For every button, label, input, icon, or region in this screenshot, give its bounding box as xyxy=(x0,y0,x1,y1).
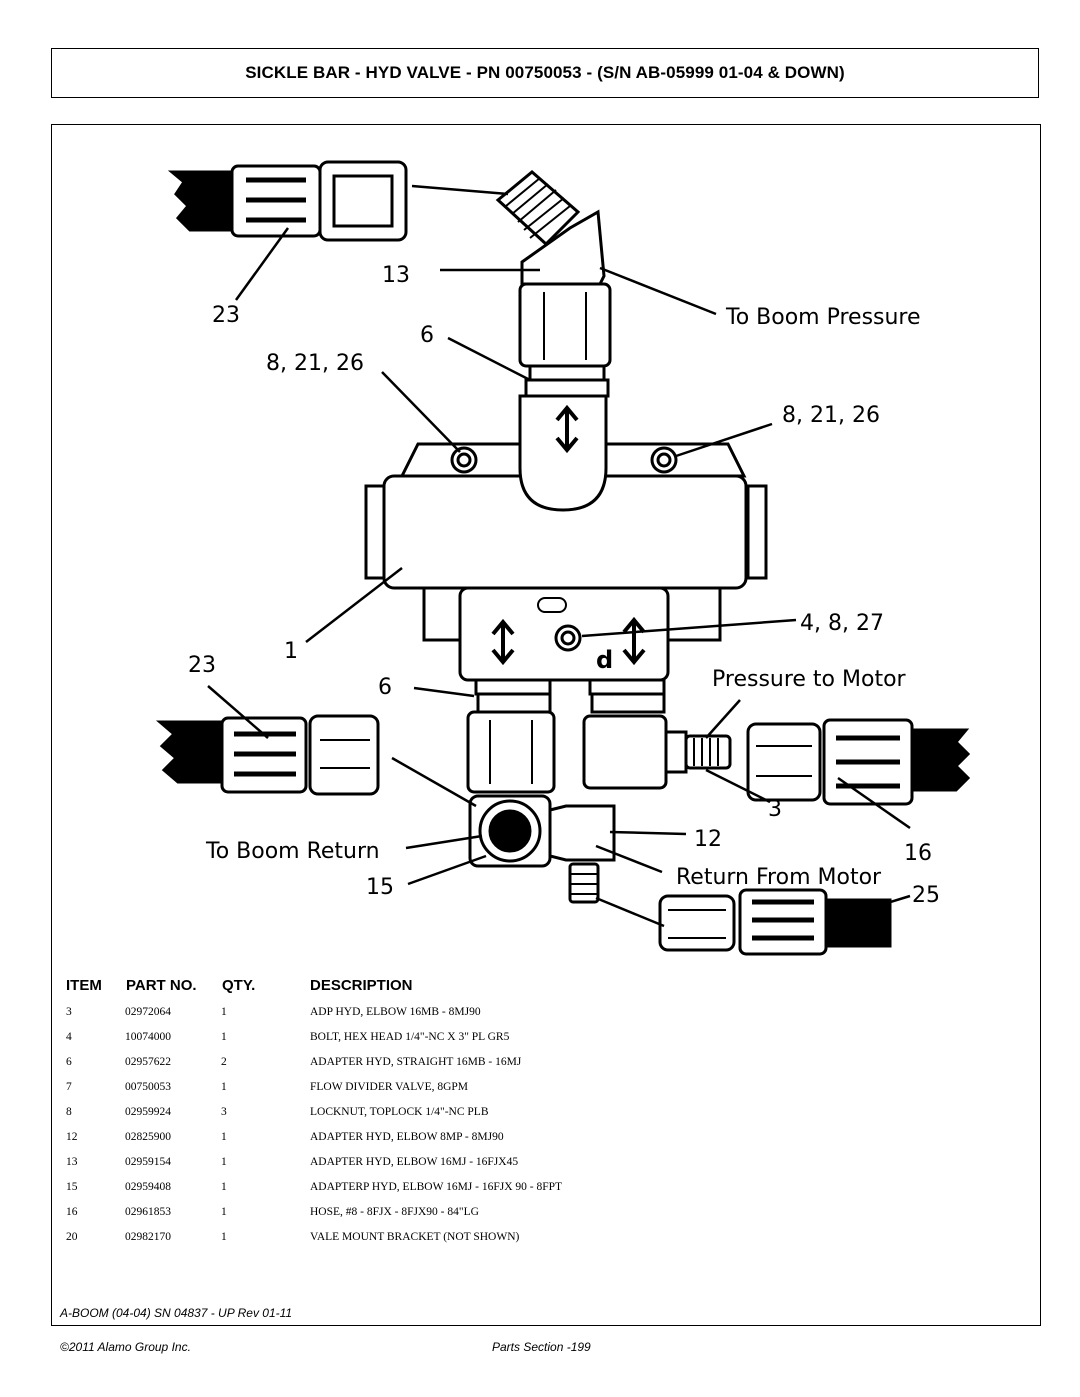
description-cell: ADP HYD, ELBOW 16MB - 8MJ90 xyxy=(310,1006,481,1018)
label-to-boom-return: To Boom Return xyxy=(205,839,380,864)
hose-bottom-right xyxy=(658,888,892,956)
callout-1: 1 xyxy=(284,639,298,664)
part-no-cell: 02825900 xyxy=(125,1131,171,1143)
flow-arrows xyxy=(491,404,646,666)
content-frame xyxy=(51,124,1041,1326)
description-cell: BOLT, HEX HEAD 1/4"-NC X 3" PL GR5 xyxy=(310,1031,510,1043)
callout-6-bottom: 6 xyxy=(378,675,392,700)
callout-8-21-26-right: 8, 21, 26 xyxy=(782,403,880,428)
label-to-boom-pressure: To Boom Pressure xyxy=(725,305,921,330)
qty-cell: 1 xyxy=(221,1206,227,1218)
qty-cell: 2 xyxy=(221,1056,227,1068)
item-cell: 12 xyxy=(66,1131,78,1143)
elbow-15-fitting xyxy=(468,794,616,904)
qty-cell: 1 xyxy=(221,1231,227,1243)
callout-16: 16 xyxy=(904,841,932,866)
qty-cell: 1 xyxy=(221,1181,227,1193)
document-reference: A-BOOM (04-04) SN 04837 - UP Rev 01-11 xyxy=(60,1306,293,1320)
qty-cell: 1 xyxy=(221,1131,227,1143)
description-cell: ADAPTER HYD, STRAIGHT 16MB - 16MJ xyxy=(310,1056,522,1068)
header-part-no: PART NO. xyxy=(126,977,197,994)
part-no-cell: 10074000 xyxy=(125,1031,171,1043)
leader-lines xyxy=(207,184,911,928)
qty-cell: 3 xyxy=(221,1106,227,1118)
item-cell: 20 xyxy=(66,1231,78,1243)
table-row: 12 02825900 1 ADAPTER HYD, ELBOW 8MP - 8… xyxy=(0,1131,1000,1151)
copyright: ©2011 Alamo Group Inc. xyxy=(60,1340,191,1354)
valve-mark: d xyxy=(596,646,613,674)
table-row: 15 02959408 1 ADAPTERP HYD, ELBOW 16MJ -… xyxy=(0,1181,1000,1201)
callout-15: 15 xyxy=(366,875,394,900)
part-no-cell: 02957622 xyxy=(125,1056,171,1068)
callout-12: 12 xyxy=(694,827,722,852)
part-no-cell: 02959408 xyxy=(125,1181,171,1193)
description-cell: HOSE, #8 - 8FJX - 8FJX90 - 84"LG xyxy=(310,1206,479,1218)
hose-top-left xyxy=(167,160,408,242)
table-row: 8 02959924 3 LOCKNUT, TOPLOCK 1/4"-NC PL… xyxy=(0,1106,1000,1126)
callout-23-top: 23 xyxy=(212,303,240,328)
adapter-bottom xyxy=(466,678,556,794)
item-cell: 13 xyxy=(66,1156,78,1168)
table-row: 6 02957622 2 ADAPTER HYD, STRAIGHT 16MB … xyxy=(0,1056,1000,1076)
qty-cell: 1 xyxy=(221,1006,227,1018)
callout-23-bottom: 23 xyxy=(188,653,216,678)
part-no-cell: 02959154 xyxy=(125,1156,171,1168)
table-row: 20 02982170 1 VALE MOUNT BRACKET (NOT SH… xyxy=(0,1231,1000,1251)
table-row: 4 10074000 1 BOLT, HEX HEAD 1/4"-NC X 3"… xyxy=(0,1031,1000,1051)
callout-6-top: 6 xyxy=(420,323,434,348)
part-no-cell: 02972064 xyxy=(125,1006,171,1018)
header-item: ITEM xyxy=(66,977,102,994)
qty-cell: 1 xyxy=(221,1156,227,1168)
valve-body xyxy=(364,394,768,682)
part-no-cell: 00750053 xyxy=(125,1081,171,1093)
callout-3: 3 xyxy=(768,797,782,822)
elbow-fitting-motor xyxy=(582,678,732,790)
page-number: Parts Section -199 xyxy=(492,1340,591,1354)
table-row: 3 02972064 1 ADP HYD, ELBOW 16MB - 8MJ90 xyxy=(0,1006,1000,1026)
description-cell: ADAPTER HYD, ELBOW 8MP - 8MJ90 xyxy=(310,1131,504,1143)
item-cell: 16 xyxy=(66,1206,78,1218)
qty-cell: 1 xyxy=(221,1081,227,1093)
page-title: SICKLE BAR - HYD VALVE - PN 00750053 - (… xyxy=(51,48,1039,98)
item-cell: 3 xyxy=(66,1006,72,1018)
header-qty: QTY. xyxy=(222,977,256,994)
hose-bottom-left xyxy=(155,714,380,796)
table-row: 16 02961853 1 HOSE, #8 - 8FJX - 8FJX90 -… xyxy=(0,1206,1000,1226)
item-cell: 15 xyxy=(66,1181,78,1193)
description-cell: LOCKNUT, TOPLOCK 1/4"-NC PLB xyxy=(310,1106,489,1118)
valve-exploded-diagram: 13 23 To Boom Pressure 6 8, 21, 26 8, 21… xyxy=(155,160,971,956)
table-row: 7 00750053 1 FLOW DIVIDER VALVE, 8GPM xyxy=(0,1081,1000,1101)
item-cell: 8 xyxy=(66,1106,72,1118)
part-no-cell: 02982170 xyxy=(125,1231,171,1243)
elbow-45-fitting xyxy=(495,170,606,286)
description-cell: ADAPTER HYD, ELBOW 16MJ - 16FJX45 xyxy=(310,1156,519,1168)
description-cell: VALE MOUNT BRACKET (NOT SHOWN) xyxy=(310,1231,520,1243)
callout-8-21-26-left: 8, 21, 26 xyxy=(266,351,364,376)
part-no-cell: 02959924 xyxy=(125,1106,171,1118)
table-row: 13 02959154 1 ADAPTER HYD, ELBOW 16MJ - … xyxy=(0,1156,1000,1176)
label-pressure-to-motor: Pressure to Motor xyxy=(712,667,907,692)
part-no-cell: 02961853 xyxy=(125,1206,171,1218)
label-return-from-motor: Return From Motor xyxy=(676,865,882,890)
callout-25: 25 xyxy=(912,883,940,908)
callout-13: 13 xyxy=(382,263,410,288)
callout-4-8-27: 4, 8, 27 xyxy=(800,611,884,636)
item-cell: 7 xyxy=(66,1081,72,1093)
header-description: DESCRIPTION xyxy=(310,977,413,994)
qty-cell: 1 xyxy=(221,1031,227,1043)
description-cell: ADAPTERP HYD, ELBOW 16MJ - 16FJX 90 - 8F… xyxy=(310,1181,563,1193)
item-cell: 4 xyxy=(66,1031,72,1043)
item-cell: 6 xyxy=(66,1056,72,1068)
description-cell: FLOW DIVIDER VALVE, 8GPM xyxy=(310,1081,469,1093)
adapter-top xyxy=(518,282,612,398)
